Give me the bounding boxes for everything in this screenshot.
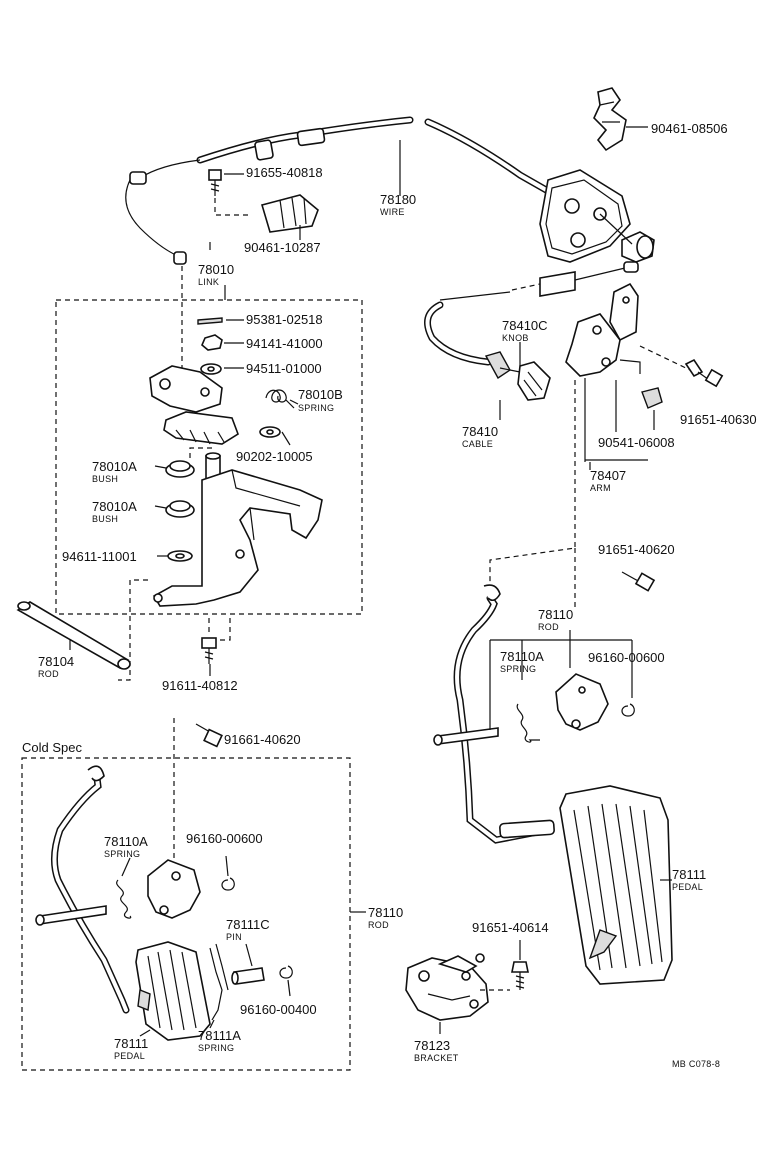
label-90461-10287: 90461-10287	[244, 240, 321, 255]
label-78180-name: WIRE	[380, 207, 405, 217]
label-78110a: 78110A	[500, 649, 544, 664]
rod-78104	[16, 601, 131, 670]
label-78010a-2-name: BUSH	[92, 514, 118, 524]
bracket-assembly-top-right	[539, 169, 655, 263]
label-78010a-2: 78010A	[92, 499, 137, 514]
label-cold-78111c-name: PIN	[226, 932, 242, 942]
label-cold-78111a: 78111A	[198, 1028, 241, 1043]
bolt-91651-40614	[511, 940, 529, 990]
cable-78410	[424, 261, 639, 401]
label-cold-78111c: 78111C	[226, 917, 270, 932]
bolt-91611-40812	[201, 614, 231, 664]
label-78010a-1-name: BUSH	[92, 474, 118, 484]
label-78110-name: ROD	[538, 622, 559, 632]
label-78010b-name: SPRING	[298, 403, 334, 413]
label-78104-name: ROD	[38, 669, 59, 679]
rod-78110	[433, 584, 635, 844]
label-91611-40812: 91611-40812	[162, 678, 238, 693]
label-78010a-1: 78010A	[92, 459, 137, 474]
label-cold-78111a-name: SPRING	[198, 1043, 234, 1053]
label-90461-08506: 90461-08506	[651, 121, 728, 136]
label-cold-78111-name: PEDAL	[114, 1051, 145, 1061]
label-78410c-name: KNOB	[502, 333, 529, 343]
label-78110a-name: SPRING	[500, 664, 536, 674]
label-cold-96160-00400: 96160-00400	[240, 1002, 317, 1017]
label-94141-41000: 94141-41000	[246, 336, 323, 351]
label-cold-91661-40620: 91661-40620	[224, 732, 301, 747]
label-78111: 78111	[672, 867, 706, 882]
label-78410: 78410	[462, 424, 498, 439]
label-cold-78110a-name: SPRING	[104, 849, 140, 859]
label-78110: 78110	[538, 607, 573, 622]
label-78010b: 78010B	[298, 387, 343, 402]
clamp-90461-10287	[260, 194, 319, 240]
label-95381-02518: 95381-02518	[246, 312, 323, 327]
label-cold-78110a: 78110A	[104, 834, 148, 849]
bracket-78123	[405, 953, 510, 1034]
label-90541-06008: 90541-06008	[598, 435, 675, 450]
diagram-reference-code: MB C078-8	[672, 1059, 720, 1069]
label-78407: 78407	[590, 468, 626, 483]
label-78410c: 78410C	[502, 318, 548, 333]
bolt-91651-40620	[621, 571, 656, 592]
label-94511-01000: 94511-01000	[246, 361, 322, 376]
label-78010-name: LINK	[198, 277, 219, 287]
label-91655-40818: 91655-40818	[246, 165, 323, 180]
leader-lines	[69, 140, 591, 1037]
label-78123: 78123	[414, 1038, 450, 1053]
label-cold-78110-name: ROD	[368, 920, 389, 930]
label-96160-00600: 96160-00600	[588, 650, 665, 665]
label-cold-96160-00600: 96160-00600	[186, 831, 263, 846]
label-91651-40614: 91651-40614	[472, 920, 549, 935]
label-78407-name: ARM	[590, 483, 611, 493]
label-91651-40630: 91651-40630	[680, 412, 757, 427]
label-78180: 78180	[380, 192, 416, 207]
bolt-91651-40630	[684, 358, 724, 388]
cold-spec-section	[21, 718, 366, 1071]
label-78111-name: PEDAL	[672, 882, 703, 892]
label-78410-name: CABLE	[462, 439, 493, 449]
label-91651-40620: 91651-40620	[598, 542, 675, 557]
label-78123-name: BRACKET	[414, 1053, 459, 1063]
label-cold-78110: 78110	[368, 905, 403, 920]
wire-78180	[125, 116, 559, 265]
label-90202-10005: 90202-10005	[236, 449, 313, 464]
label-78104: 78104	[38, 654, 74, 669]
arm-78407	[565, 282, 691, 462]
clip-90461-08506	[593, 87, 648, 152]
label-78010: 78010	[198, 262, 234, 277]
part-labels: 90461-08506 91655-40818 78180 WIRE 90461…	[22, 121, 757, 1069]
label-cold-78111: 78111	[114, 1036, 148, 1051]
link-assembly-78010	[55, 266, 363, 681]
label-94611-11001: 94611-11001	[62, 549, 137, 564]
bolt-91655-40818	[208, 169, 248, 216]
pedal-78111	[559, 785, 673, 985]
label-cold-spec: Cold Spec	[22, 740, 82, 755]
